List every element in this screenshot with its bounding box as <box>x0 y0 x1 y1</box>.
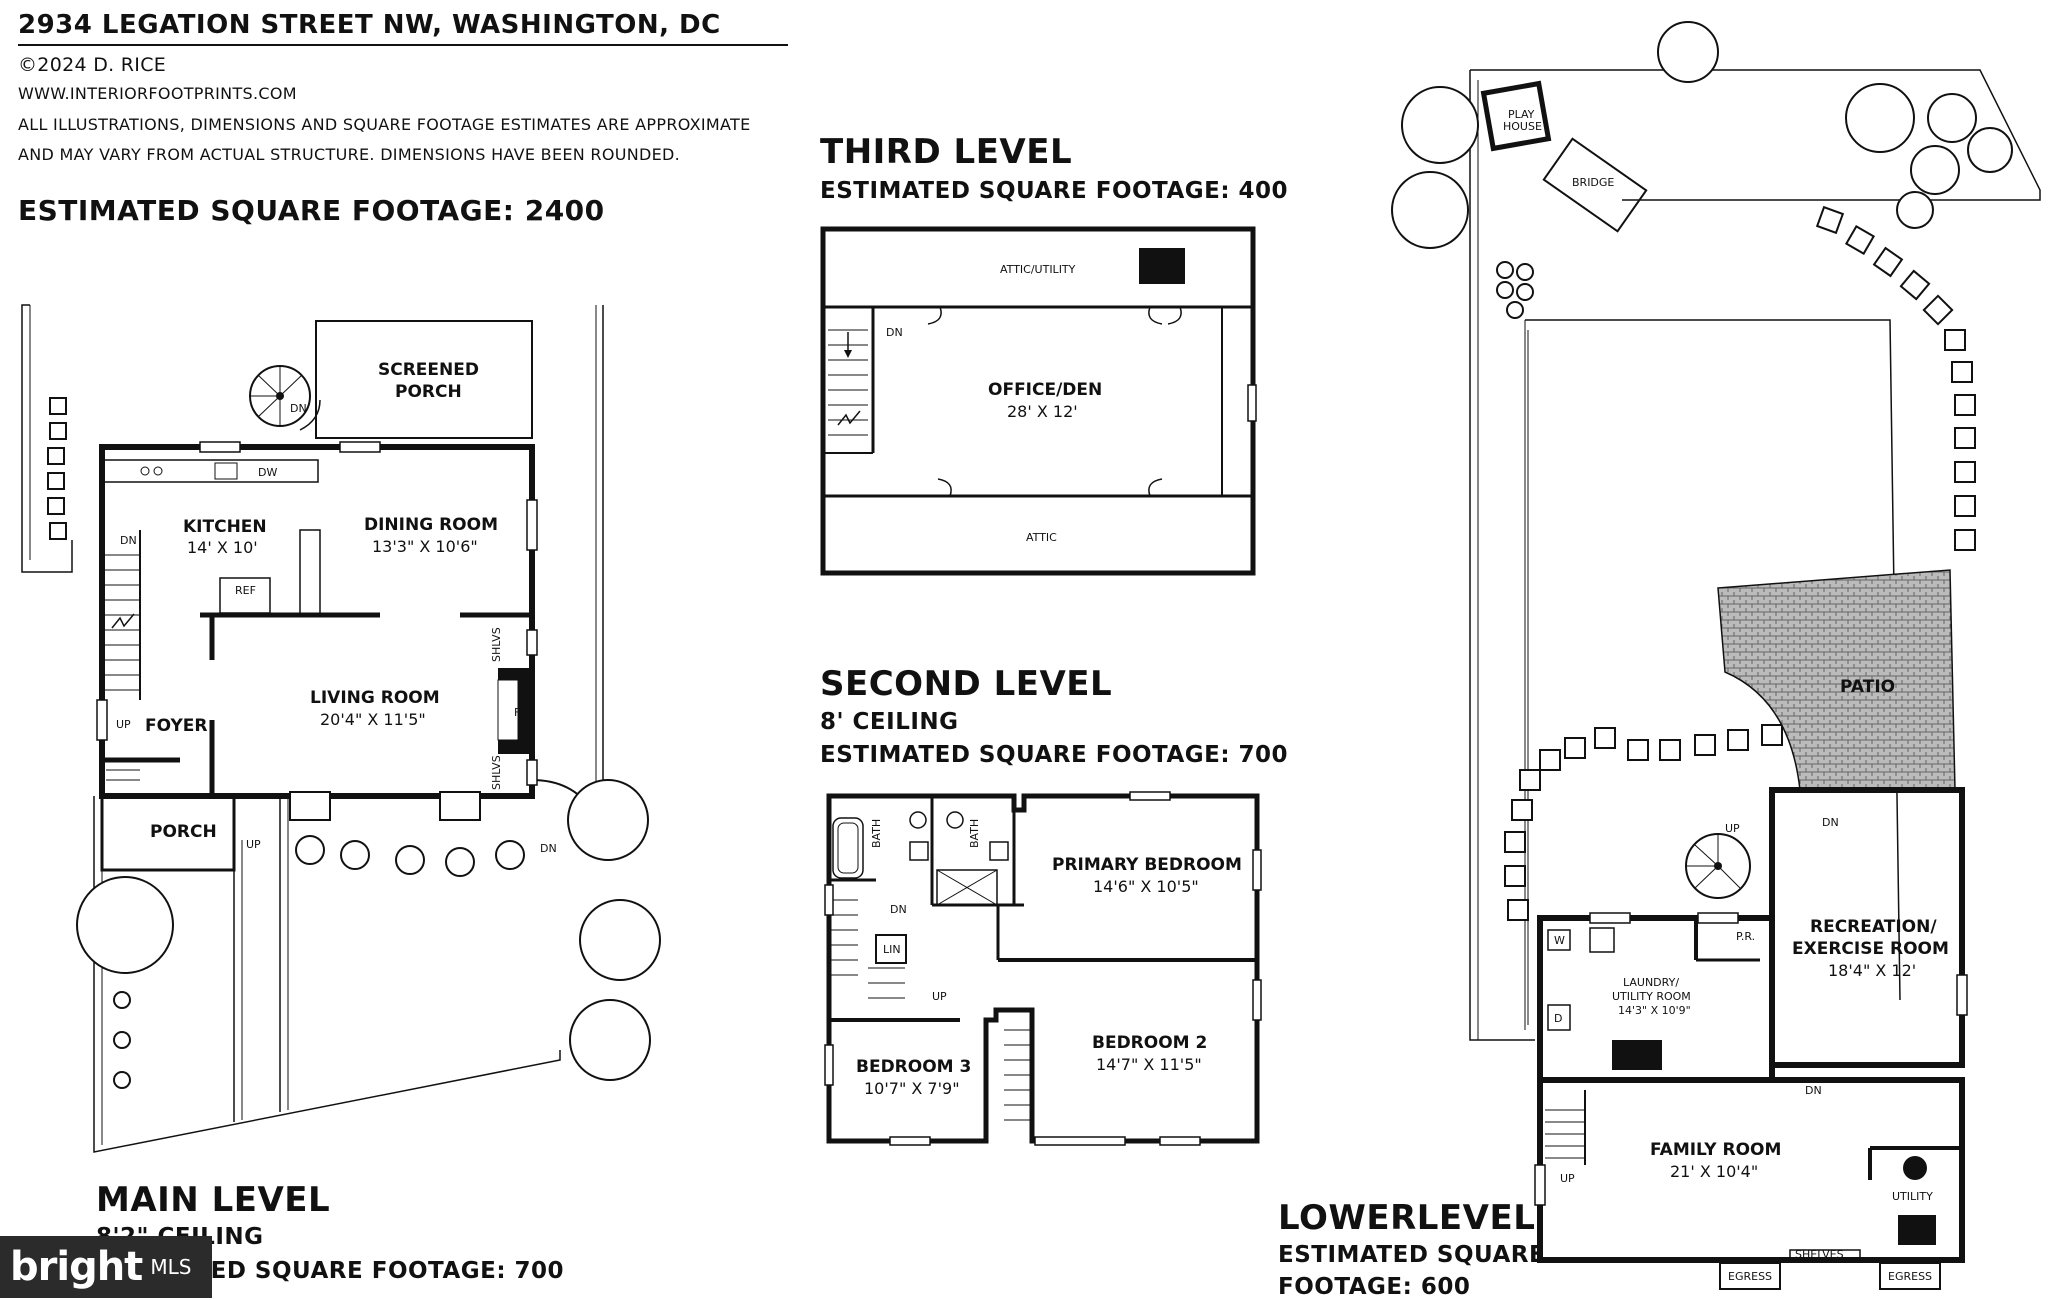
bridge-label: BRIDGE <box>1572 176 1614 189</box>
third-level-title: THIRD LEVEL <box>820 132 1073 172</box>
second-level-title: SECOND LEVEL <box>820 664 1113 704</box>
disclaimer-line-2: AND MAY VARY FROM ACTUAL STRUCTURE. DIME… <box>18 145 681 164</box>
foyer-label: FOYER <box>145 716 207 736</box>
family-room-dim: 21' X 10'4" <box>1670 1162 1758 1181</box>
rec-dn-label: DN <box>1822 816 1839 829</box>
lower-level-sqft-line-1: ESTIMATED SQUARE <box>1278 1242 1546 1268</box>
lower-level-sqft-line-2: FOOTAGE: 600 <box>1278 1274 1471 1300</box>
ref-label: REF <box>235 584 256 597</box>
family-up-label: UP <box>1560 1172 1575 1185</box>
bedroom-3-label: BEDROOM 3 <box>856 1057 971 1077</box>
laundry-label-2: UTILITY ROOM <box>1612 990 1691 1003</box>
second-up-label: UP <box>932 990 947 1003</box>
address-title: 2934 LEGATION STREET NW, WASHINGTON, DC <box>18 10 721 40</box>
total-square-footage: ESTIMATED SQUARE FOOTAGE: 2400 <box>18 194 605 227</box>
patio-label: PATIO <box>1840 677 1895 697</box>
porch-up-label: UP <box>246 838 261 851</box>
second-level-sqft: ESTIMATED SQUARE FOOTAGE: 700 <box>820 742 1289 768</box>
egress-label-1: EGRESS <box>1728 1270 1772 1283</box>
family-dn-label: DN <box>1805 1084 1822 1097</box>
primary-bedroom-label: PRIMARY BEDROOM <box>1052 855 1242 875</box>
play-house-label-2: HOUSE <box>1503 120 1542 133</box>
lower-level-title: LOWERLEVEL <box>1278 1198 1536 1238</box>
second-level-ceiling: 8' CEILING <box>820 709 959 735</box>
title-underline <box>18 44 788 46</box>
bath-2-label: BATH <box>968 819 981 848</box>
main-spiral-dn-label: DN <box>290 402 307 415</box>
fp-label: FP <box>514 706 527 719</box>
screened-label-1: SCREENED <box>378 360 479 380</box>
watermark-brand: bright <box>10 1244 143 1290</box>
lower-level-plan: PLAY HOUSE BRIDGE PATIO RECREATION/ EXER… <box>1391 21 2041 1290</box>
kitchen-label: KITCHEN <box>183 517 267 537</box>
egress-label-2: EGRESS <box>1888 1270 1932 1283</box>
utility-label: UTILITY <box>1892 1190 1933 1203</box>
living-room-dim: 20'4" X 11'5" <box>320 710 426 729</box>
play-house-label-1: PLAY <box>1508 108 1535 121</box>
third-dn-label: DN <box>886 326 903 339</box>
shelves-label-2: SHLVS <box>490 755 503 790</box>
dining-room-label: DINING ROOM <box>364 515 498 535</box>
office-den-label: OFFICE/DEN <box>988 380 1102 400</box>
screened-label-2: PORCH <box>395 382 462 402</box>
shelves-label: SHELVES <box>1795 1248 1844 1261</box>
third-level-plan: ATTIC/UTILITY OFFICE/DEN 28' X 12' ATTIC… <box>820 226 1257 576</box>
attic-utility-label: ATTIC/UTILITY <box>1000 263 1076 276</box>
kitchen-dim: 14' X 10' <box>187 538 258 557</box>
main-level-plan: SCREENED PORCH KITCHEN 14' X 10' DINING … <box>21 304 661 1153</box>
living-room-label: LIVING ROOM <box>310 688 440 708</box>
recreation-label-2: EXERCISE ROOM <box>1792 939 1949 959</box>
recreation-dim: 18'4" X 12' <box>1828 961 1916 980</box>
powder-room-label: P.R. <box>1736 930 1755 943</box>
bedroom-3-dim: 10'7" X 7'9" <box>864 1079 960 1098</box>
laundry-dim: 14'3" X 10'9" <box>1618 1004 1691 1017</box>
washer-label: W <box>1554 934 1565 947</box>
main-level-title: MAIN LEVEL <box>96 1180 331 1220</box>
spiral-up-label: UP <box>1725 822 1740 835</box>
bedroom-2-dim: 14'7" X 11'5" <box>1096 1055 1202 1074</box>
porch-label: PORCH <box>150 822 217 842</box>
attic-label: ATTIC <box>1026 531 1057 544</box>
dryer-label: D <box>1554 1012 1562 1025</box>
laundry-label-1: LAUNDRY/ <box>1623 976 1679 989</box>
copyright: ©2024 D. RICE <box>18 54 167 76</box>
shelves-label-1: SHLVS <box>490 627 503 662</box>
primary-bedroom-dim: 14'6" X 10'5" <box>1093 877 1199 896</box>
bedroom-2-label: BEDROOM 2 <box>1092 1033 1207 1053</box>
recreation-label-1: RECREATION/ <box>1810 917 1937 937</box>
linen-label: LIN <box>883 943 901 956</box>
main-dn-label: DN <box>120 534 137 547</box>
third-level-sqft: ESTIMATED SQUARE FOOTAGE: 400 <box>820 178 1289 204</box>
chimney-block <box>1139 248 1185 284</box>
second-dn-label: DN <box>890 903 907 916</box>
disclaimer-line-1: ALL ILLUSTRATIONS, DIMENSIONS AND SQUARE… <box>18 115 751 134</box>
office-den-dim: 28' X 12' <box>1007 402 1078 421</box>
bright-mls-watermark: bright MLS <box>0 1236 212 1298</box>
watermark-suffix: MLS <box>150 1255 192 1279</box>
bath-1-label: BATH <box>870 819 883 848</box>
website: WWW.INTERIORFOOTPRINTS.COM <box>18 84 297 103</box>
main-exterior-dn-label: DN <box>540 842 557 855</box>
dining-room-dim: 13'3" X 10'6" <box>372 537 478 556</box>
family-room-label: FAMILY ROOM <box>1650 1140 1781 1160</box>
main-up-label: UP <box>116 718 131 731</box>
dw-label: DW <box>258 466 277 479</box>
second-level-plan: BATH BATH PRIMARY BEDROOM 14'6" X 10'5" … <box>824 791 1262 1146</box>
